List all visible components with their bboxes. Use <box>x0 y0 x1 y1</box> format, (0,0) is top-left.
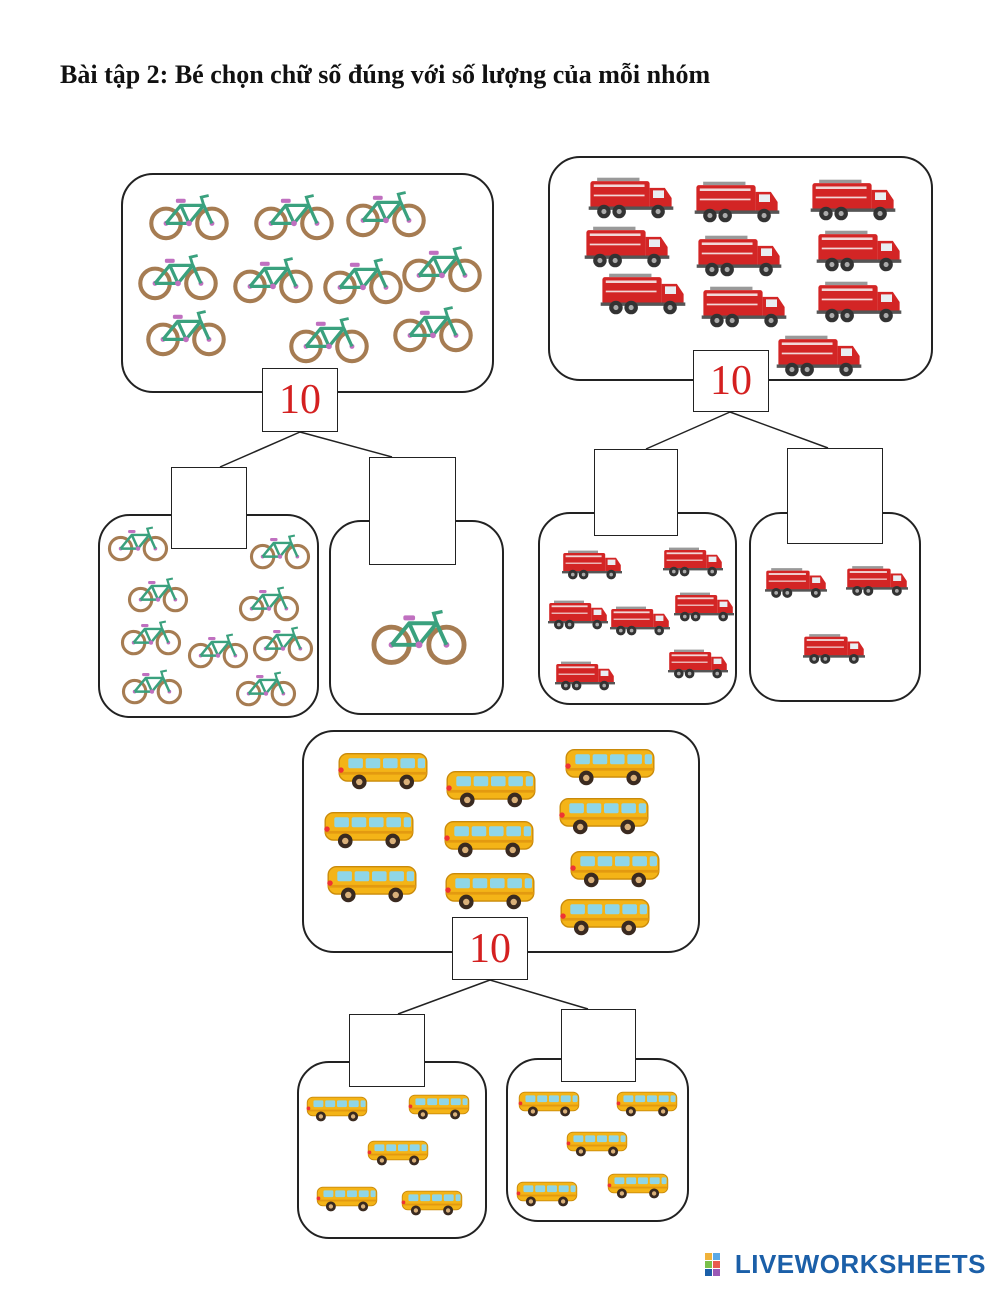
bus-icon <box>440 818 538 860</box>
bicycle-icon <box>252 622 314 664</box>
bus-icon <box>306 1090 368 1128</box>
bicycle-icon <box>322 250 404 310</box>
bicycle-icon <box>370 582 468 690</box>
bus-icon <box>556 896 654 938</box>
bicycle-icon <box>145 302 227 362</box>
bicycle-icon <box>187 629 249 671</box>
bus-icon <box>518 1085 580 1123</box>
firetruck-answer-right[interactable] <box>787 448 883 544</box>
bus-icon <box>516 1175 578 1213</box>
fire-truck-icon <box>674 583 734 631</box>
bicycle-icon <box>232 249 314 309</box>
fire-truck-icon <box>695 234 783 278</box>
bicycle-icon <box>253 186 335 246</box>
fire-truck-icon <box>587 176 675 220</box>
bus-icon <box>408 1088 470 1126</box>
liveworksheets-logo-icon <box>704 1252 720 1276</box>
bicycle-icon <box>345 183 427 243</box>
bicycle-icon <box>121 665 183 707</box>
footer-brand: LIVEWORKSHEETS <box>704 1249 986 1280</box>
bicycle-icon <box>148 186 230 246</box>
fire-truck-icon <box>610 597 670 645</box>
bus-answer-right[interactable] <box>561 1009 636 1082</box>
fire-truck-icon <box>815 229 903 273</box>
bus-icon <box>334 750 432 792</box>
bus-icon <box>401 1184 463 1222</box>
bus-icon <box>616 1085 678 1123</box>
fire-truck-icon <box>765 557 827 609</box>
fire-truck-icon <box>583 225 671 269</box>
fire-truck-icon <box>803 623 865 675</box>
bus-icon <box>555 795 653 837</box>
bicycle-total-number: 10 <box>262 368 338 432</box>
fire-truck-icon <box>599 272 687 316</box>
bicycle-icon <box>235 667 297 709</box>
bicycle-icon <box>392 298 474 358</box>
bicycle-icon <box>288 309 370 369</box>
firetruck-answer-left[interactable] <box>594 449 678 536</box>
bus-icon <box>323 863 421 905</box>
fire-truck-icon <box>548 591 608 639</box>
bus-icon <box>367 1134 429 1172</box>
bus-icon <box>316 1180 378 1218</box>
fire-truck-icon <box>562 541 622 589</box>
bicycle-icon <box>127 573 189 615</box>
bus-answer-left[interactable] <box>349 1014 425 1087</box>
fire-truck-icon <box>815 280 903 324</box>
fire-truck-icon <box>775 334 863 378</box>
fire-truck-icon <box>693 180 781 224</box>
bus-icon <box>320 809 418 851</box>
bicycle-icon <box>120 616 182 658</box>
fire-truck-icon <box>809 178 897 222</box>
bus-total-number: 10 <box>452 917 528 980</box>
fire-truck-icon <box>668 640 728 688</box>
bus-icon <box>607 1167 669 1205</box>
exercise-title: Bài tập 2: Bé chọn chữ số đúng với số lư… <box>60 60 711 89</box>
bicycle-answer-left[interactable] <box>171 467 247 549</box>
fire-truck-icon <box>700 285 788 329</box>
bus-icon <box>566 848 664 890</box>
bicycle-icon <box>137 246 219 306</box>
bicycle-icon <box>401 238 483 298</box>
bus-icon <box>561 746 659 788</box>
bicycle-answer-right[interactable] <box>369 457 456 565</box>
bicycle-icon <box>238 582 300 624</box>
bus-icon <box>441 870 539 912</box>
footer-brand-text: LIVEWORKSHEETS <box>734 1249 986 1279</box>
fire-truck-icon <box>555 652 615 700</box>
bus-icon <box>442 768 540 810</box>
bicycle-icon <box>249 530 311 572</box>
bicycle-icon <box>107 522 169 564</box>
bus-icon <box>566 1125 628 1163</box>
fire-truck-icon <box>663 538 723 586</box>
firetruck-total-number: 10 <box>693 350 769 412</box>
fire-truck-icon <box>846 555 908 607</box>
